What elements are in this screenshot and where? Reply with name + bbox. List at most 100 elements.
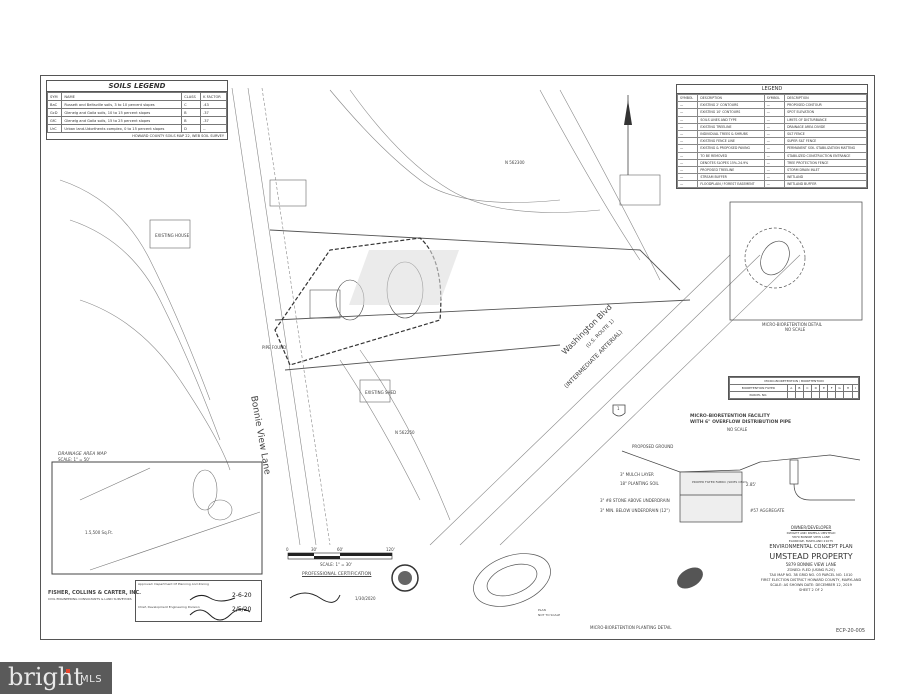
approval-date: 2-6-20 xyxy=(232,592,252,599)
legend-symbol: — xyxy=(763,137,786,146)
legend-row: —EXISTING 2' CONTOURS—PROPOSED CONTOUR xyxy=(676,101,867,110)
facility-title: MICRO-BIORETENTION FACILITY xyxy=(690,414,770,419)
mb-cell xyxy=(794,391,804,399)
legend-symbol: — xyxy=(763,101,786,110)
legend-symbol: — xyxy=(676,101,699,110)
plan-label: PLAN xyxy=(538,608,546,612)
approval-line: Chief, Development Engineering Division xyxy=(138,605,200,609)
facility-label: PROPER FILTER FABRIC (SIDES ONLY) xyxy=(692,480,748,484)
route-shield-number: 1 xyxy=(617,406,620,411)
tax-info: TAX MAP NO. 38 GRID NO. 03 PARCEL NO. 10… xyxy=(769,573,853,577)
planting-plan-outline xyxy=(473,553,551,607)
legend-row: —DENOTES SLOPES 15%-24.9%—TREE PROTECTIO… xyxy=(676,158,867,167)
engineer-seal xyxy=(391,564,419,592)
header-cell: SYM xyxy=(46,92,63,101)
mb-row-header: PARCEL NO. xyxy=(729,391,788,399)
legend-symbol: — xyxy=(763,129,786,139)
legend-symbol: — xyxy=(763,151,786,160)
legend-description: PERMANENT SOIL STABILIZATION MATTING xyxy=(784,144,867,153)
legend-description: TREE PROTECTION FENCE xyxy=(784,158,867,167)
proposed-house xyxy=(309,289,341,319)
facility-label: #57 AGGREGATE xyxy=(750,508,785,513)
legend-description: SUPER SILT FENCE xyxy=(784,137,867,146)
road-centerline xyxy=(261,87,331,546)
scale-tick: 0 xyxy=(286,547,289,552)
mb-cell xyxy=(843,391,853,399)
mb-column: F xyxy=(827,384,836,392)
mb-cell xyxy=(810,391,821,399)
approval-title: Approved: Department Of Planning And Zon… xyxy=(138,582,209,586)
legend-description: WETLAND BUFFER xyxy=(784,180,867,189)
mb-detail-title: MICRO-BIORETENTION DETAIL xyxy=(762,322,823,327)
facility-label: 3" #8 STONE ABOVE UNDERDRAIN xyxy=(600,498,670,503)
contour-line xyxy=(349,89,601,213)
scale-bar xyxy=(287,552,393,560)
owner-line: 5879 BONNIE VIEW LANE xyxy=(792,535,830,539)
legend-symbol: — xyxy=(763,180,786,189)
legend-symbol: — xyxy=(676,180,699,189)
legend-symbol: — xyxy=(676,129,699,139)
mb-cell xyxy=(819,391,829,399)
plan-type: ENVIRONMENTAL CONCEPT PLAN xyxy=(769,544,853,550)
title-block: OWNER/DEVELOPER DWIGHT AND PAMELA UMSTEA… xyxy=(752,525,870,593)
logo-accent-icon xyxy=(66,669,70,673)
scale-date: SCALE: AS SHOWN DATE: DECEMBER 12, 2019 xyxy=(770,583,852,587)
signature xyxy=(189,594,236,602)
drawing-number: ECP-20-005 xyxy=(836,628,866,634)
facility-scale: NO SCALE xyxy=(727,427,748,432)
legend-row: —PROPOSED TREELINE—STORM DRAIN INLET xyxy=(676,165,867,175)
legend-row: —SOILS LINES AND TYPE—LIMITS OF DISTURBA… xyxy=(676,115,867,124)
legend-description: PROPOSED TREELINE xyxy=(697,165,765,175)
north-arrow-icon xyxy=(624,95,632,175)
logo-brand: bright xyxy=(8,663,83,691)
legend-symbol: — xyxy=(676,158,699,167)
scale-tick: 30' xyxy=(311,547,318,552)
drainage-map-scale: SCALE: 1" = 50' xyxy=(58,457,90,462)
owner-line: DWIGHT AND PAMELA UMSTEAD xyxy=(786,531,836,535)
legend-symbol: — xyxy=(763,108,786,117)
contour-line xyxy=(559,89,661,281)
approval-date: 2/5/20 xyxy=(232,606,252,613)
legend-symbol: — xyxy=(763,122,786,131)
micro-bioretention-detail-drawing xyxy=(729,201,863,321)
legend-symbol: — xyxy=(676,115,699,124)
project-name: UMSTEAD PROPERTY xyxy=(769,552,853,561)
legend-description: TO BE REMOVED xyxy=(697,151,765,160)
signature xyxy=(289,592,341,603)
logo-suffix: MLS xyxy=(80,674,103,685)
bright-mls-logo: bright MLS xyxy=(0,662,112,694)
legend-row: —TO BE REMOVED—STABILIZED CONSTRUCTION E… xyxy=(676,151,867,160)
legend-symbol: — xyxy=(763,144,786,153)
legend-description: PROPOSED CONTOUR xyxy=(784,101,867,110)
facility-label: 2.85' xyxy=(746,482,757,487)
pipe-found-label: PIPE FOUND xyxy=(262,345,287,350)
road-edge-line xyxy=(247,87,317,546)
sheet-number: SHEET 2 OF 2 xyxy=(799,588,823,592)
planting-detail-title: MICRO-BIORETENTION PLANTING DETAIL xyxy=(590,625,672,630)
existing-house xyxy=(359,379,391,403)
legend-row: —EXISTING 10' CONTOURS—SPOT ELEVATION xyxy=(676,108,867,117)
legend-description: DENOTES SLOPES 15%-24.9% xyxy=(697,158,765,167)
legend-symbol: — xyxy=(676,173,699,182)
legend-symbol: — xyxy=(676,122,699,131)
highway-edge-line xyxy=(499,254,801,546)
legend-description: EXISTING 10' CONTOURS xyxy=(697,108,765,117)
header-cell: K FACTOR xyxy=(200,92,227,101)
property-line xyxy=(274,299,691,321)
engineer-seal-center xyxy=(398,571,412,585)
mb-cell xyxy=(802,391,813,399)
soils-legend-title: SOILS LEGEND xyxy=(47,81,227,92)
drainage-map-title: DRAINAGE AREA MAP xyxy=(58,452,107,457)
company-name: FISHER, COLLINS & CARTER, INC. xyxy=(48,590,142,596)
contour-line xyxy=(79,299,231,471)
owner-line: ELKRIDGE, MARYLAND 21075 xyxy=(788,539,834,543)
us-route-shield-icon xyxy=(612,404,626,417)
legend-symbol: — xyxy=(763,165,786,175)
header-cell: CLASS xyxy=(181,92,202,101)
